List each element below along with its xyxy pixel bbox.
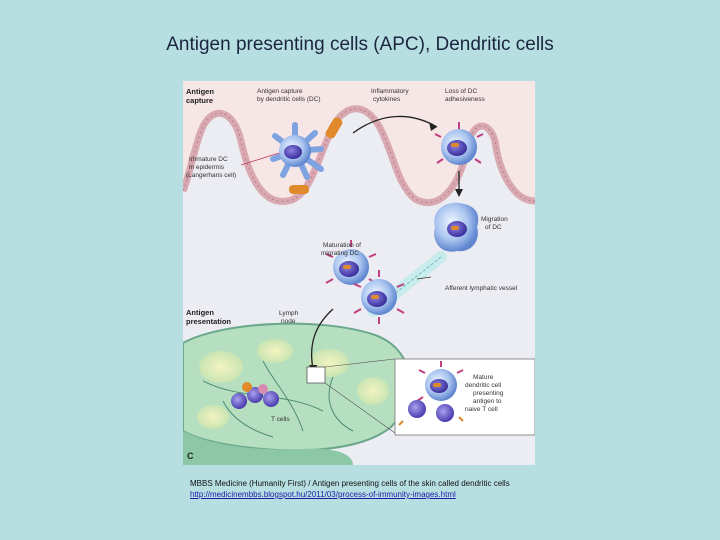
- t-cell-cluster: [231, 382, 279, 409]
- label-capture-by-dc: Antigen capture: [257, 88, 303, 95]
- svg-text:migrating DC: migrating DC: [321, 250, 359, 257]
- maturing-dendritic-cell: [325, 240, 377, 285]
- dendritic-cell-in-vessel: [434, 202, 479, 252]
- svg-text:of DC: of DC: [485, 224, 502, 231]
- image-caption: MBBS Medicine (Humanity First) / Antigen…: [190, 478, 530, 500]
- label-inflammatory-cytokines: Inflammatory: [371, 88, 409, 95]
- label-mature-dc: Mature: [473, 374, 494, 381]
- svg-text:antigen to: antigen to: [473, 398, 502, 405]
- label-lymph-node: Lymph: [279, 310, 299, 317]
- svg-text:(Langerhans cell): (Langerhans cell): [186, 172, 236, 179]
- svg-text:cytokines: cytokines: [373, 96, 401, 103]
- svg-text:node: node: [281, 318, 296, 325]
- slide-title: Antigen presenting cells (APC), Dendriti…: [166, 34, 554, 55]
- antigen-microbe: [289, 117, 343, 194]
- label-antigen-capture: Antigen: [186, 87, 214, 96]
- label-maturation: Maturation of: [323, 242, 361, 249]
- svg-text:capture: capture: [186, 96, 213, 105]
- label-loss-of-adhesiveness: Loss of DC: [445, 88, 477, 95]
- migrating-dendritic-cell: [434, 122, 484, 165]
- diagram-labels: Antigen capture Antigen capture by dendr…: [186, 87, 518, 461]
- label-migration: Migration: [481, 216, 508, 223]
- dendritic-cell-diagram: Antigen capture Antigen capture by dendr…: [183, 81, 535, 465]
- caption-text: MBBS Medicine (Humanity First) / Antigen…: [190, 479, 510, 488]
- svg-text:in epidermis: in epidermis: [189, 164, 225, 171]
- panel-letter: C: [187, 451, 194, 461]
- immature-dendritic-cell: [270, 122, 324, 180]
- lymph-node: [183, 322, 411, 465]
- svg-text:dendritic cell: dendritic cell: [465, 382, 502, 389]
- svg-text:naive T cell: naive T cell: [465, 406, 498, 413]
- mature-dendritic-cell-migrating: [353, 270, 405, 324]
- label-immature-dc: Immature DC: [189, 156, 228, 163]
- label-antigen-presentation: Antigen: [186, 308, 214, 317]
- svg-text:presentation: presentation: [186, 317, 231, 326]
- source-link[interactable]: http://medicinembbs.blogspot.hu/2011/03/…: [190, 490, 456, 499]
- svg-text:by dendritic cells (DC): by dendritic cells (DC): [257, 96, 321, 103]
- inset-mature-dc-box: [394, 358, 535, 436]
- svg-text:adhesiveness: adhesiveness: [445, 96, 485, 103]
- svg-text:presenting: presenting: [473, 390, 504, 397]
- epidermis: [183, 81, 535, 207]
- label-t-cells: T cells: [271, 416, 290, 423]
- label-afferent-vessel: Afferent lymphatic vessel: [445, 285, 518, 292]
- arrow-head: [429, 122, 437, 131]
- zoom-marker: [306, 366, 326, 384]
